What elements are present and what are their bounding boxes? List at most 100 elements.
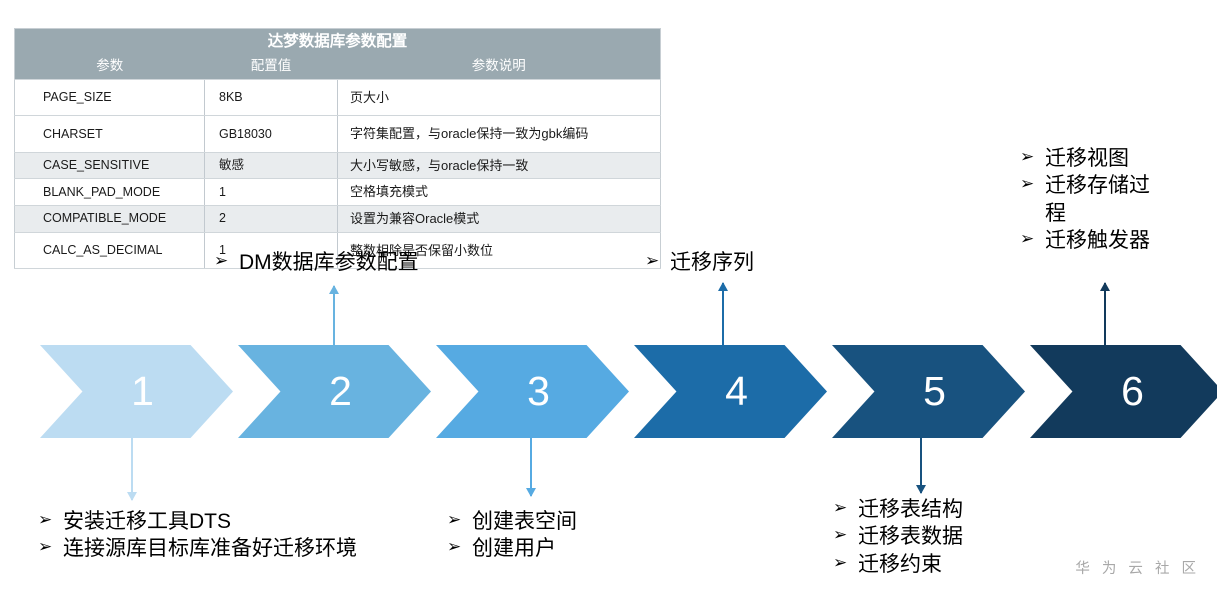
arrowhead-down-icon [916,485,926,494]
bullet-arrow-icon: ➢ [447,537,462,558]
cell-param-desc: 字符集配置，与oracle保持一致为gbk编码 [336,115,661,153]
list-item: ➢ 迁移触发器 [1020,227,1200,254]
annotation-text: DM数据库参数配置 [239,251,419,274]
flow-step-1[interactable]: 1 [40,345,233,438]
column-header-description: 参数说明 [337,54,661,80]
annotation-step-2: ➢ DM数据库参数配置 [214,249,514,276]
cell-param-name: CASE_SENSITIVE [14,151,205,180]
flow-step-4-number: 4 [725,368,748,414]
annotation-step-3: ➢ 创建表空间 ➢ 创建用户 [447,508,677,563]
arrowhead-down-icon [526,488,536,497]
flow-step-1-number: 1 [131,368,154,414]
cell-param-value: 1 [204,231,338,270]
bullet-arrow-icon: ➢ [38,537,53,558]
flow-step-6[interactable]: 6 [1030,345,1217,438]
cell-param-desc: 页大小 [336,78,661,117]
connector-line [1104,283,1106,346]
arrowhead-up-icon [718,282,728,291]
cell-param-name: BLANK_PAD_MODE [14,178,205,206]
list-item: ➢ 迁移序列 [645,249,865,276]
list-item: ➢ 连接源库目标库准备好迁移环境 [38,535,458,562]
table-header: 达梦数据库参数配置 参数 配置值 参数说明 [14,28,661,80]
table-row: BLANK_PAD_MODE 1 空格填充模式 [14,178,661,206]
flow-step-2[interactable]: 2 [238,345,431,438]
cell-param-value: 8KB [204,78,338,117]
cell-param-desc: 大小写敏感，与oracle保持一致 [336,151,661,180]
cell-param-name: COMPATIBLE_MODE [14,204,205,233]
flow-step-3-number: 3 [527,368,550,414]
annotation-text: 连接源库目标库准备好迁移环境 [63,537,357,561]
cell-param-value: 2 [204,204,338,233]
annotation-text: 迁移触发器 [1045,228,1150,252]
annotation-step-6: ➢ 迁移视图 ➢ 迁移存储过 程 ➢ 迁移触发器 [1020,145,1200,254]
flow-step-3[interactable]: 3 [436,345,629,438]
list-item: ➢ 迁移表数据 [833,523,1053,550]
flow-step-2-number: 2 [329,368,352,414]
annotation-text: 迁移表数据 [858,525,963,549]
table-title: 达梦数据库参数配置 [14,28,661,55]
list-item: ➢ 迁移约束 [833,551,1053,578]
dm-parameter-table: 达梦数据库参数配置 参数 配置值 参数说明 PAGE_SIZE 8KB 页大小 … [14,28,662,270]
arrowhead-up-icon [329,285,339,294]
bullet-arrow-icon: ➢ [447,510,462,530]
list-item: ➢ DM数据库参数配置 [214,249,514,276]
list-item: ➢ 创建表空间 [447,508,677,535]
flow-step-4[interactable]: 4 [634,345,827,438]
flow-step-5[interactable]: 5 [832,345,1025,438]
cell-param-desc: 空格填充模式 [336,178,661,206]
bullet-arrow-icon: ➢ [833,552,848,573]
list-item: ➢ 迁移视图 [1020,145,1200,172]
list-item: ➢ 创建用户 [447,535,677,562]
cell-param-desc: 整数相除是否保留小数位 [336,231,661,270]
annotation-text: 迁移序列 [670,251,754,274]
bullet-arrow-icon: ➢ [38,510,53,530]
bullet-arrow-icon: ➢ [1020,228,1035,249]
arrowhead-up-icon [1100,282,1110,291]
bullet-arrow-icon: ➢ [214,251,229,271]
cell-param-value: GB18030 [204,115,338,153]
list-item: ➢ 迁移表结构 [833,496,1053,523]
annotation-text: 迁移存储过 程 [1045,174,1150,225]
cell-param-value: 1 [204,178,338,206]
cell-param-name: CALC_AS_DECIMAL [14,231,205,270]
arrowhead-down-icon [127,492,137,501]
table-row: PAGE_SIZE 8KB 页大小 [14,78,661,117]
flow-step-6-number: 6 [1121,368,1144,414]
bullet-arrow-icon: ➢ [833,525,848,546]
annotation-step-1: ➢ 安装迁移工具DTS ➢ 连接源库目标库准备好迁移环境 [38,508,458,563]
annotation-text: 迁移表结构 [858,498,963,521]
table-row: CASE_SENSITIVE 敏感 大小写敏感，与oracle保持一致 [14,151,661,180]
flow-step-5-number: 5 [923,368,946,414]
cell-param-desc: 设置为兼容Oracle模式 [336,204,661,233]
table-row: CALC_AS_DECIMAL 1 整数相除是否保留小数位 [14,231,661,270]
annotation-text: 迁移视图 [1045,147,1129,170]
bullet-arrow-icon: ➢ [1020,174,1035,195]
connector-line [530,438,532,496]
process-flow-chevrons: 1 2 3 4 5 6 [40,345,1217,438]
table-row: CHARSET GB18030 字符集配置，与oracle保持一致为gbk编码 [14,115,661,153]
cell-param-name: PAGE_SIZE [14,78,205,117]
list-item: ➢ 迁移存储过 程 [1020,172,1200,227]
table-title-row: 达梦数据库参数配置 [14,28,661,55]
table-column-header-row: 参数 配置值 参数说明 [14,54,661,80]
connector-line [722,283,724,346]
bullet-arrow-icon: ➢ [1020,147,1035,167]
annotation-text: 创建用户 [472,537,556,561]
annotation-step-4: ➢ 迁移序列 [645,249,865,276]
bullet-arrow-icon: ➢ [645,251,660,271]
cell-param-value: 敏感 [204,151,338,180]
annotation-text: 安装迁移工具DTS [63,510,231,533]
table-row: COMPATIBLE_MODE 2 设置为兼容Oracle模式 [14,204,661,233]
column-header-value: 配置值 [204,54,338,80]
connector-line [333,286,335,346]
bullet-arrow-icon: ➢ [833,498,848,518]
cell-param-name: CHARSET [14,115,205,153]
list-item: ➢ 安装迁移工具DTS [38,508,458,535]
connector-line [920,438,922,493]
table-body: PAGE_SIZE 8KB 页大小 CHARSET GB18030 字符集配置，… [14,78,661,270]
connector-line [131,438,133,500]
annotation-step-5: ➢ 迁移表结构 ➢ 迁移表数据 ➢ 迁移约束 [833,496,1053,578]
column-header-param: 参数 [14,54,205,80]
annotation-text: 迁移约束 [858,552,942,576]
